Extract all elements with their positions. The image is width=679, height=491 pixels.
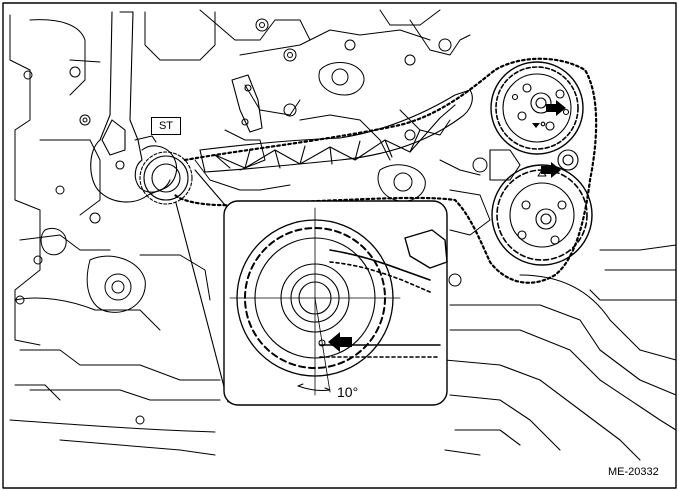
engine-block bbox=[9, 9, 491, 456]
special-tool-callout: ST bbox=[151, 117, 181, 135]
exhaust-cam-sprocket bbox=[490, 61, 584, 155]
idler-gear bbox=[489, 149, 579, 181]
timing-mark-line bbox=[314, 297, 331, 393]
arrow-icon bbox=[546, 100, 566, 116]
arrow-icon bbox=[328, 332, 352, 352]
special-tool-wrench bbox=[90, 11, 178, 203]
magnified-detail-inset bbox=[223, 200, 448, 406]
zoom-connector-lines bbox=[175, 169, 229, 403]
alignment-arrows-cam bbox=[541, 100, 566, 178]
chain-tensioner-lever bbox=[199, 74, 473, 173]
arrow-icon bbox=[541, 162, 561, 178]
figure-id: ME-20332 bbox=[608, 466, 659, 478]
lower-right-structure bbox=[444, 244, 677, 461]
timing-chain bbox=[173, 57, 598, 284]
angle-arc bbox=[297, 385, 331, 391]
crankshaft-sprocket-small bbox=[139, 151, 193, 205]
inset-tensioner-shoe bbox=[404, 229, 448, 269]
angle-callout: 10° bbox=[337, 384, 359, 400]
